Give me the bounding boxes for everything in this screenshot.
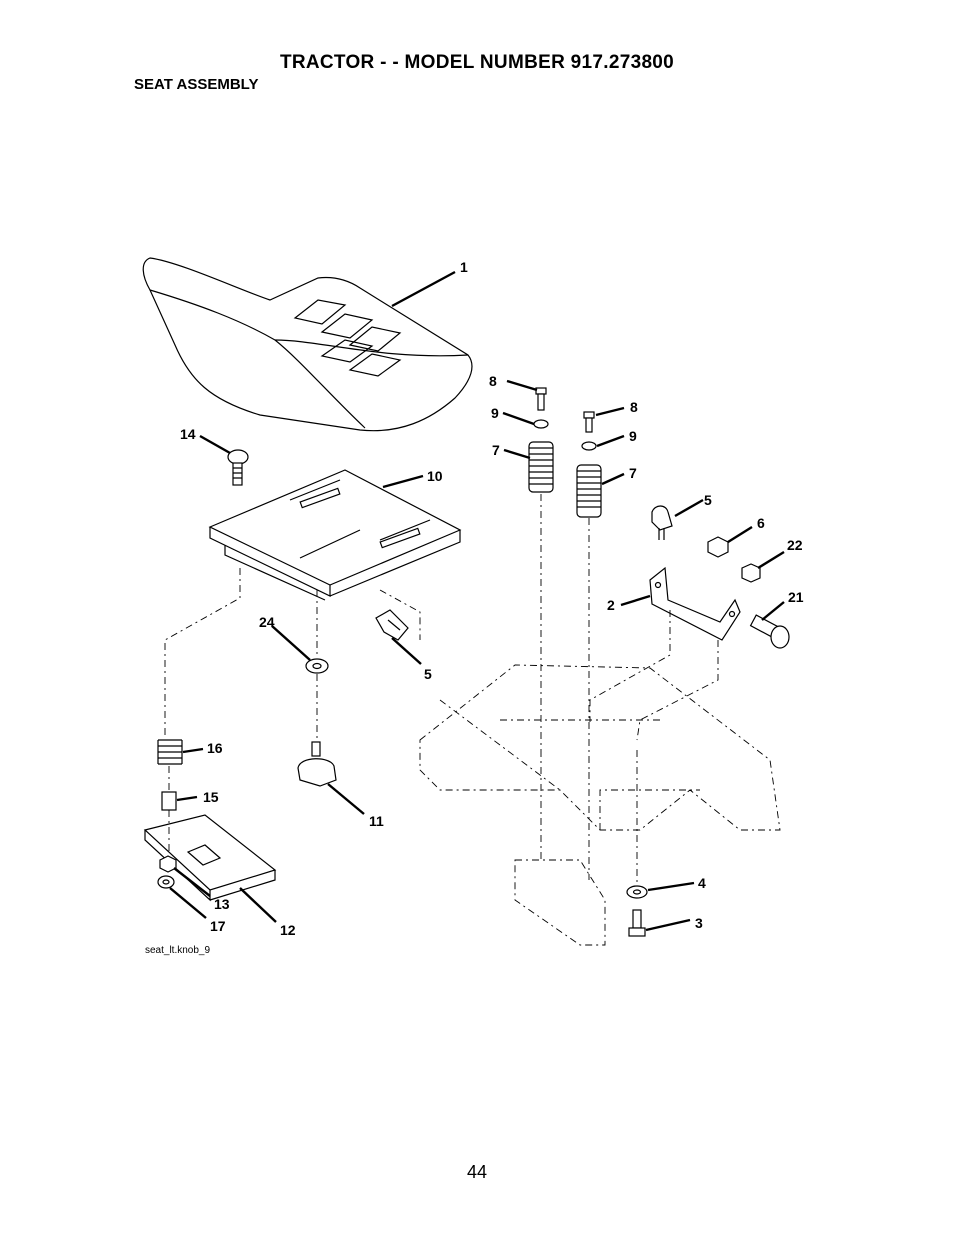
hex-bolt-left-part — [535, 387, 547, 411]
fender-frame-outline — [419, 664, 781, 946]
callout-10: 10 — [427, 468, 443, 484]
callout-8-left: 8 — [489, 373, 497, 389]
callout-2: 2 — [607, 597, 615, 613]
callout-21: 21 — [788, 589, 804, 605]
washer-9-right-part — [581, 441, 597, 451]
bracket-plate-part — [143, 814, 277, 902]
callout-15: 15 — [203, 789, 219, 805]
spring-7-left-part — [528, 441, 554, 493]
callout-4: 4 — [698, 875, 706, 891]
seat-switch-upper-part — [651, 505, 673, 540]
spring-16-part — [157, 739, 183, 765]
callout-5-lower: 5 — [424, 666, 432, 682]
knob-part — [297, 741, 337, 787]
callout-17: 17 — [210, 918, 226, 934]
seat-switch-lower-part — [375, 609, 409, 641]
page-number: 44 — [466, 1162, 488, 1182]
callout-22: 22 — [787, 537, 803, 553]
carriage-bolt-part — [227, 449, 249, 486]
callout-6: 6 — [757, 515, 765, 531]
assembly-center-lines — [164, 494, 719, 885]
callout-5-upper: 5 — [704, 492, 712, 508]
callout-13: 13 — [214, 896, 230, 912]
nut-part — [159, 855, 177, 873]
spring-7-right-part — [576, 464, 602, 518]
callout-leaders — [169, 270, 785, 932]
callout-14: 14 — [180, 426, 196, 442]
callout-9-right: 9 — [629, 428, 637, 444]
callout-9-left: 9 — [491, 405, 499, 421]
callout-12: 12 — [280, 922, 296, 938]
seat-part — [142, 257, 473, 432]
seat-pan-part — [208, 469, 462, 601]
callout-7-left: 7 — [492, 442, 500, 458]
callout-3: 3 — [695, 915, 703, 931]
lock-washer-part — [157, 875, 175, 889]
callout-8-right: 8 — [630, 399, 638, 415]
hex-bolt-part — [628, 909, 646, 937]
callout-7-right: 7 — [629, 465, 637, 481]
spacer-part — [161, 791, 177, 811]
shoulder-bolt-part — [749, 614, 790, 649]
hex-nut-part — [707, 536, 729, 558]
washer-9-left-part — [533, 419, 549, 429]
callout-1: 1 — [460, 259, 468, 275]
locknut-part — [741, 563, 761, 583]
washer-24-part — [305, 658, 329, 674]
section-title: SEAT ASSEMBLY — [134, 76, 259, 93]
callout-24: 24 — [259, 614, 275, 630]
flat-washer-part — [626, 885, 648, 899]
callout-11: 11 — [369, 813, 384, 829]
drawing-filename: seat_lt.knob_9 — [145, 945, 210, 956]
callout-16: 16 — [207, 740, 223, 756]
pivot-bracket-part — [649, 566, 741, 641]
hex-bolt-right-part — [583, 411, 595, 433]
page-title: TRACTOR - - MODEL NUMBER 917.273800 — [279, 52, 675, 73]
